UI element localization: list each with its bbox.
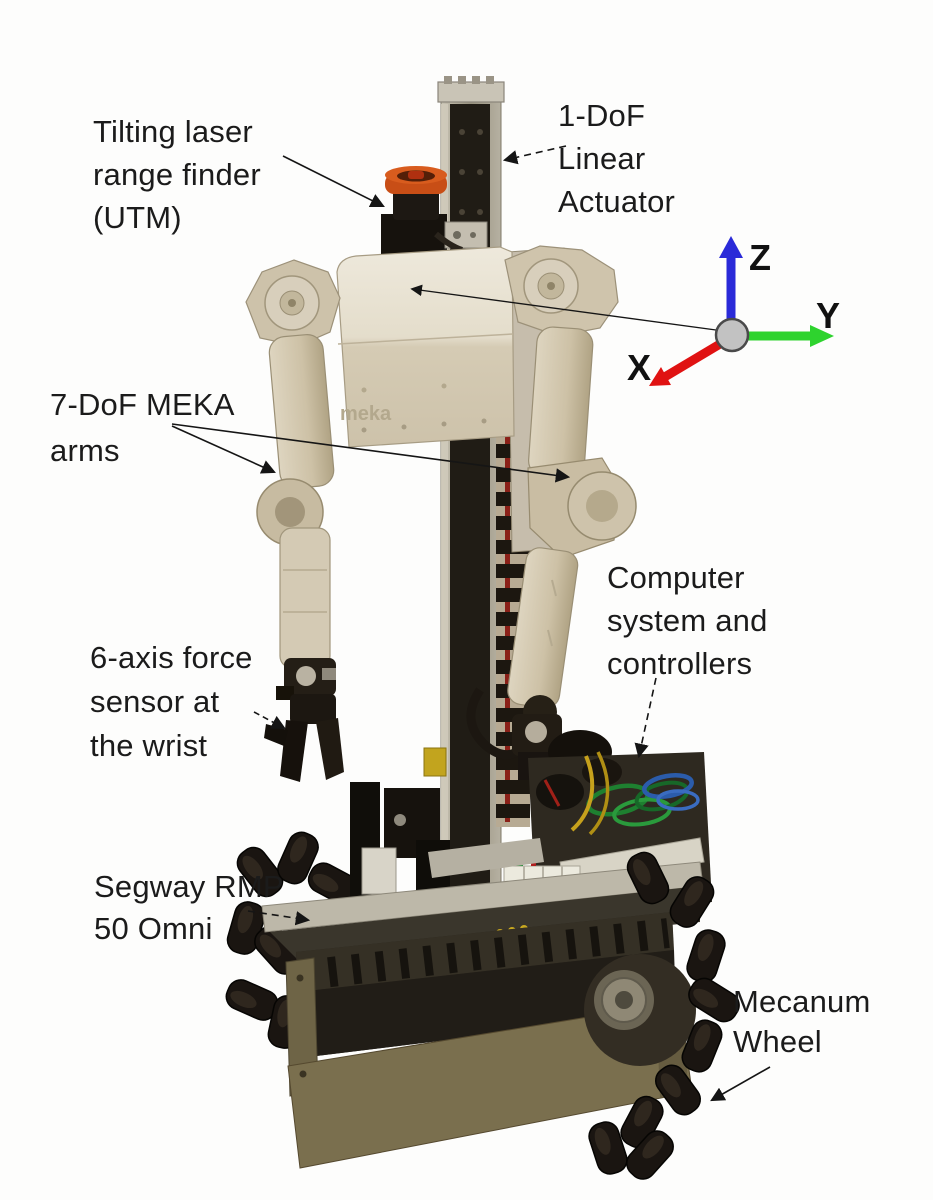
right-arm: [504, 245, 637, 780]
label-line: Linear: [558, 141, 646, 176]
label-force-sensor: 6-axis force sensor at the wrist: [90, 636, 253, 768]
arrow-segway: [247, 910, 311, 926]
meka-brand-text: meka: [340, 403, 392, 425]
arrow-computer: [634, 677, 657, 759]
wire-red: [543, 779, 561, 807]
label-mecanum-wheel: Mecanum Wheel: [733, 982, 871, 1062]
label-line: controllers: [607, 646, 753, 681]
left-forearm: [279, 527, 331, 669]
mecanum-wheels-right: [584, 847, 745, 1186]
z-axis: Z: [719, 236, 771, 332]
label-line: sensor at: [90, 684, 220, 719]
label-line: (UTM): [93, 200, 182, 235]
label-line: the wrist: [90, 728, 208, 763]
label-line: Tilting laser: [93, 114, 253, 149]
z-axis-label: Z: [749, 237, 771, 278]
label-meka-arms: 7-DoF MEKA arms: [50, 382, 235, 474]
annotation-arrows: [171, 145, 771, 1102]
label-line: Computer: [607, 560, 745, 595]
cable-loop: [466, 687, 523, 760]
linear-actuator-column: [437, 76, 505, 935]
wire-bundle-blue: [642, 773, 700, 811]
label-linear-actuator: 1-DoF Linear Actuator: [558, 94, 675, 223]
laser-range-finder: [381, 166, 488, 254]
arrow-mecanum: [710, 1066, 771, 1102]
x-axis-label: X: [627, 347, 651, 388]
arrow-laser: [282, 155, 385, 207]
y-axis-label: Y: [816, 295, 840, 336]
label-line: 6-axis force: [90, 640, 253, 675]
arrow-arms-right: [171, 423, 571, 483]
label-laser-range-finder: Tilting laser range finder (UTM): [93, 110, 261, 239]
frame-origin: [714, 317, 750, 353]
label-line: Wheel: [733, 1024, 822, 1059]
wire-bundle-yellow: [570, 751, 610, 836]
coordinate-frame: Z Y X: [627, 236, 840, 388]
y-axis: Y: [746, 295, 840, 347]
label-line: 1-DoF: [558, 98, 646, 133]
left-arm: [245, 259, 344, 782]
left-gripper: [264, 694, 344, 782]
label-line: arms: [50, 433, 120, 468]
column-mount: [428, 838, 544, 878]
left-wrist-force-sensor: [276, 658, 336, 700]
label-line: system and: [607, 603, 768, 638]
right-upper-arm: [528, 326, 594, 480]
segway-base: [221, 730, 745, 1186]
arrow-arms-left: [171, 425, 276, 474]
deck-surface: [270, 886, 700, 962]
arrow-force-sensor: [253, 711, 286, 730]
left-upper-arm: [268, 334, 335, 489]
label-line: Actuator: [558, 184, 676, 219]
label-computer-system: Computer system and controllers: [607, 556, 768, 685]
label-line: range finder: [93, 157, 261, 192]
label-line: Mecanum: [733, 984, 871, 1019]
arrow-frame-to-torso: [410, 284, 717, 331]
label-line: 7-DoF MEKA: [50, 387, 235, 422]
robot: meka: [221, 76, 745, 1186]
label-line: 50 Omni: [94, 911, 213, 946]
label-segway: Segway RMP 50 Omni: [94, 866, 284, 950]
yellow-module: [423, 747, 447, 777]
arrow-actuator: [502, 145, 567, 165]
label-line: Segway RMP: [94, 869, 284, 904]
base-equipment-left: [350, 747, 450, 900]
x-axis: X: [627, 340, 723, 388]
